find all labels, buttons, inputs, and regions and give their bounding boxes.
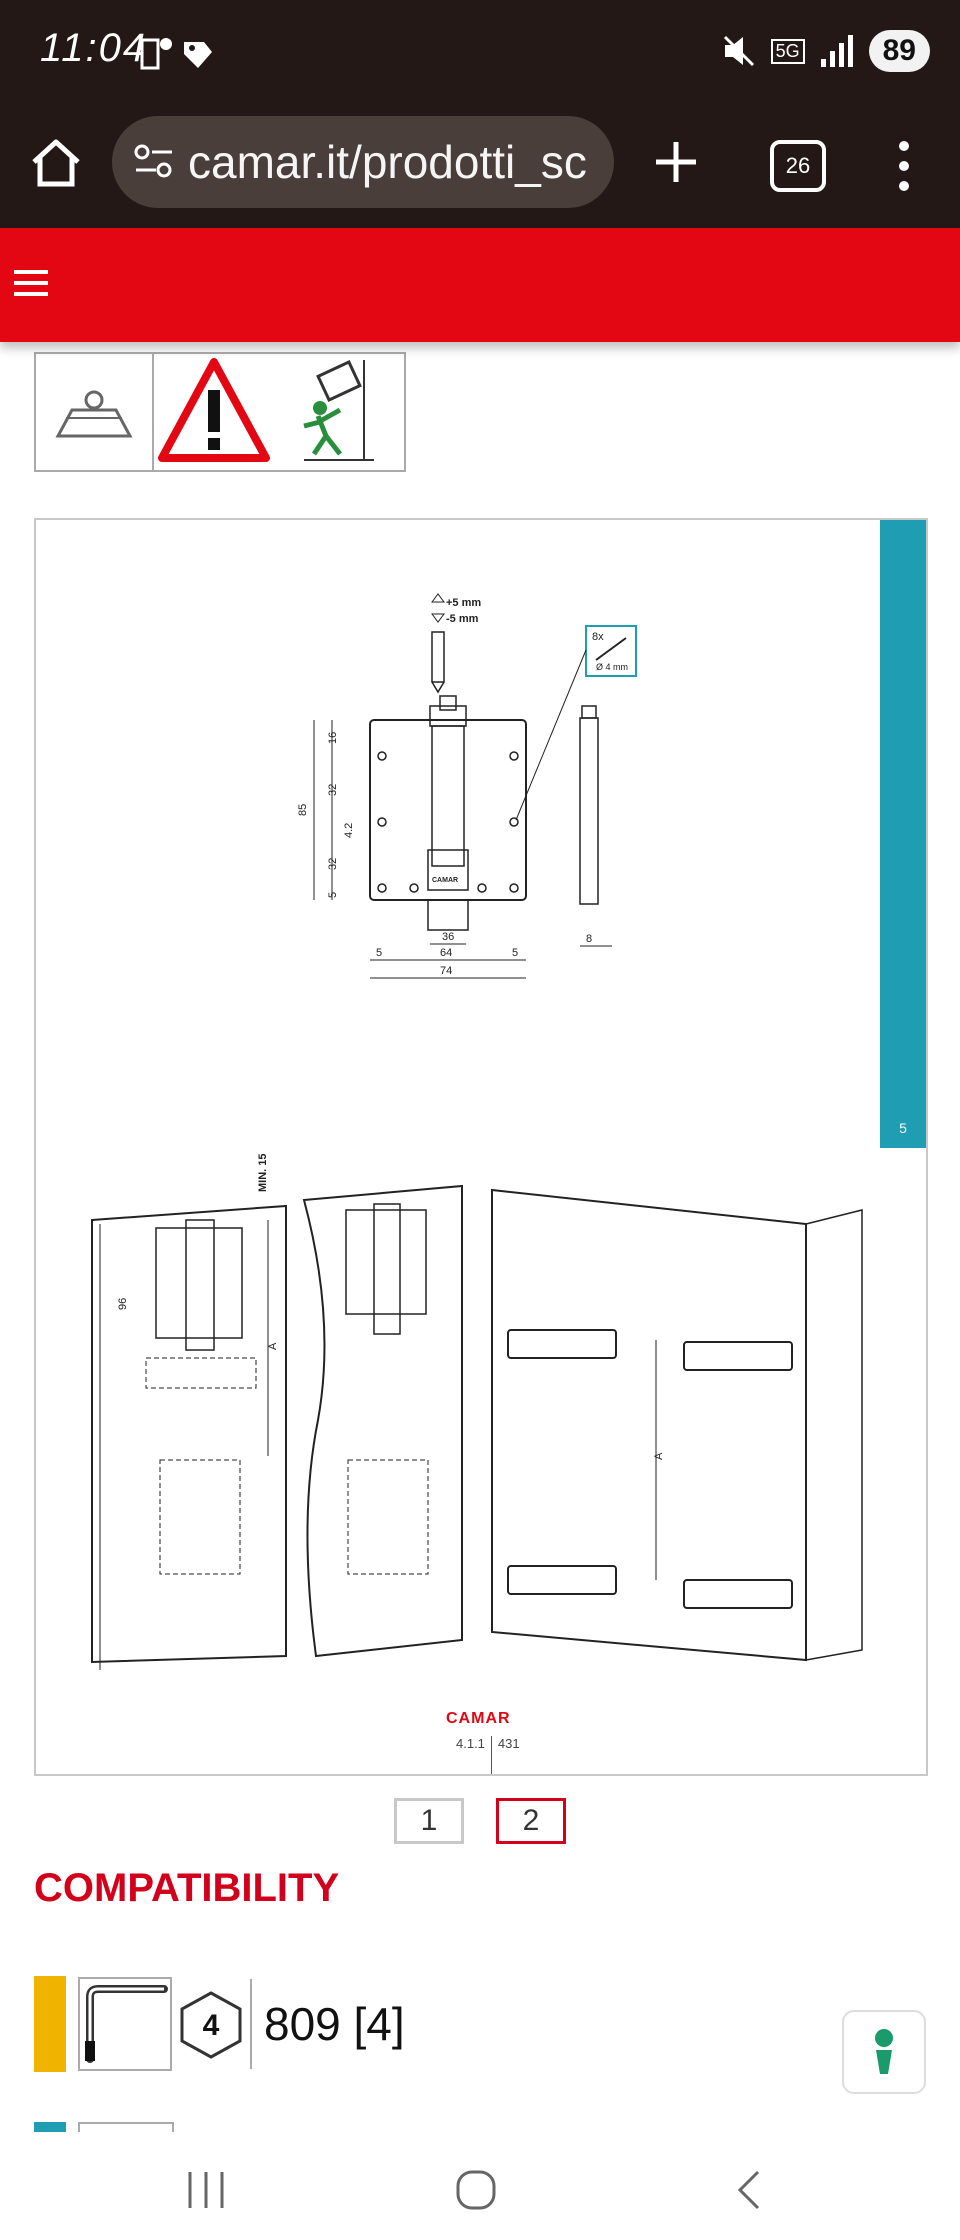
camar-logo: CAMAR (446, 1710, 511, 1727)
dim-74: 74 (440, 965, 452, 977)
battery-level: 89 (868, 30, 930, 72)
dim-5-right: 5 (512, 947, 518, 959)
weight-symbol (36, 354, 154, 470)
home-icon[interactable] (28, 134, 84, 190)
tool-image-2 (78, 2122, 174, 2132)
section-tab: 5 (880, 520, 926, 1148)
dim-36: 36 (442, 931, 454, 943)
more-vert-icon[interactable] (890, 138, 918, 194)
mute-icon (723, 35, 754, 67)
dim-64: 64 (440, 947, 452, 959)
page-small-code: 4.1.1 (456, 1736, 485, 1751)
new-tab-icon[interactable] (648, 134, 704, 190)
status-right: 5G 89 (721, 30, 930, 72)
dim-8: 8 (586, 933, 592, 945)
plus-label: +5 mm (446, 597, 481, 609)
divider (250, 1979, 252, 2069)
product-symbols (34, 352, 406, 472)
notification-icons (140, 36, 220, 77)
status-time: 11:04 (40, 26, 148, 70)
recent-apps-icon[interactable] (186, 2168, 226, 2212)
url-text[interactable]: camar.it/prodotti_sc (188, 136, 587, 188)
hamburger-icon[interactable] (14, 266, 48, 300)
dim-32a: 32 (327, 784, 339, 796)
page-codes: 4.1.1 431 (456, 1736, 520, 1774)
tab-switcher-button[interactable]: 26 (770, 140, 826, 192)
page-2-button[interactable]: 2 (496, 1798, 566, 1844)
dim-a-left: A (267, 1342, 279, 1350)
compatible-item-code[interactable]: 809 [4] (264, 1998, 405, 2050)
minus-label: -5 mm (446, 613, 479, 625)
network-type: 5G (770, 38, 805, 64)
compatibility-item[interactable]: 4 809 [4] (34, 1976, 405, 2072)
category-color-bar-2 (34, 2122, 66, 2132)
dim-16: 16 (327, 732, 339, 744)
category-color-bar (34, 1976, 66, 2072)
compatibility-title: COMPATIBILITY (34, 1866, 340, 1910)
signal-icon (820, 35, 853, 67)
section-number: 5 (899, 1120, 907, 1136)
dim-4-2: 4.2 (343, 823, 355, 838)
dim-5: 5 (327, 892, 339, 898)
warning-symbols (154, 354, 404, 470)
accessibility-icon (875, 2029, 893, 2074)
dim-85: 85 (297, 804, 309, 816)
notification-icon (140, 38, 212, 70)
falling-person-icon (303, 360, 374, 461)
page-code: 431 (497, 1736, 520, 1751)
pagination: 1 2 (394, 1798, 566, 1844)
hex-size-value: 4 (203, 2009, 220, 2042)
compatibility-item-2[interactable] (34, 2122, 174, 2132)
screw-size: Ø 4 mm (596, 662, 628, 672)
min-15-label: MIN. 15 (257, 1153, 269, 1192)
allen-key-icon (85, 1985, 168, 2063)
allen-key-image (78, 1977, 172, 2071)
system-navigation (0, 2140, 960, 2240)
plate-brand: CAMAR (432, 877, 458, 884)
technical-sheet: 5 +5 mm -5 mm 8x Ø 4 mm CAMAR 85 16 32 4… (34, 518, 928, 1776)
dim-5-left: 5 (376, 947, 382, 959)
dim-96: 96 (117, 1298, 129, 1310)
back-icon[interactable] (730, 2168, 770, 2212)
nav-home-icon[interactable] (454, 2168, 498, 2212)
address-bar[interactable]: camar.it/prodotti_sc (112, 116, 614, 208)
warning-icon (158, 358, 374, 462)
tune-icon[interactable] (134, 144, 174, 180)
hexagon-icon: 4 (180, 1991, 242, 2059)
accessibility-button[interactable] (842, 2010, 926, 2094)
installation-drawing: +5 mm -5 mm 8x Ø 4 mm CAMAR 85 16 32 4.2… (91, 593, 863, 1670)
dim-a-right: A (653, 1452, 665, 1460)
browser-chrome: 11:04 5G 89 camar.it/prodotti_sc (0, 0, 960, 228)
dim-32b: 32 (327, 858, 339, 870)
hex-size-badge: 4 (176, 1979, 246, 2069)
page-1-button[interactable]: 1 (394, 1798, 464, 1844)
screw-count: 8x (592, 631, 604, 643)
site-header (0, 228, 960, 342)
load-icon (55, 390, 133, 438)
